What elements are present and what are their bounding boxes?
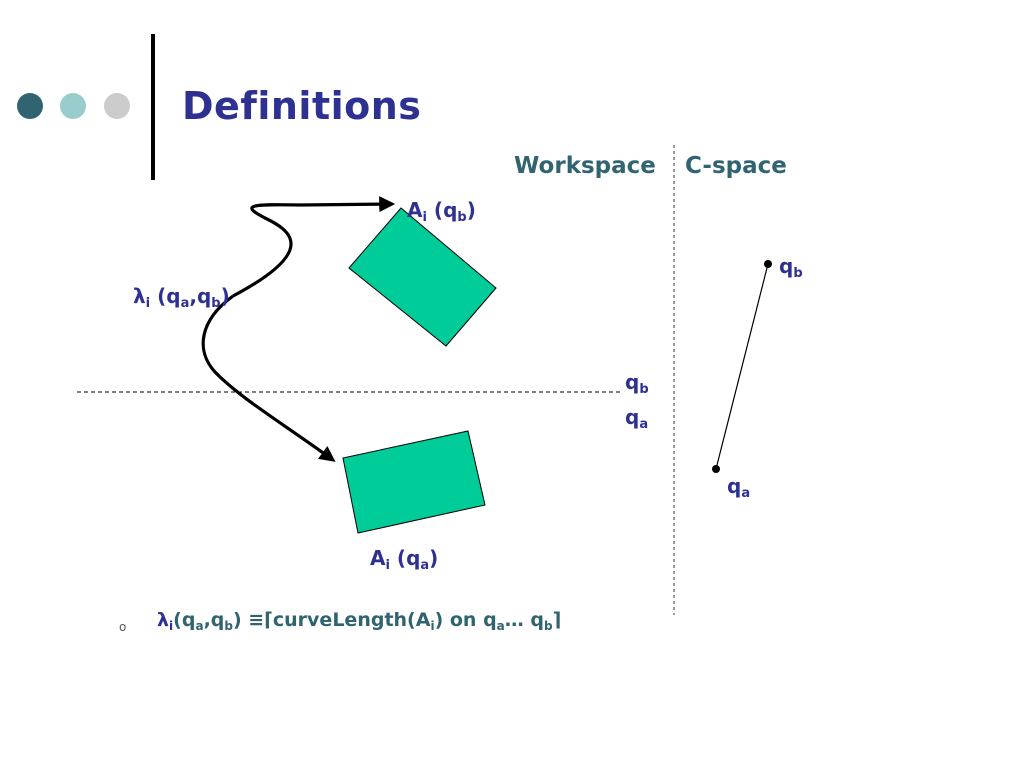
slide-title: Definitions bbox=[182, 84, 422, 128]
formula-sub: a bbox=[496, 619, 505, 633]
formula-part: ) on q bbox=[434, 609, 497, 631]
label-text: , bbox=[189, 284, 197, 308]
workspace-header: Workspace bbox=[514, 153, 656, 179]
formula-part: curveLength(A bbox=[272, 609, 431, 631]
label-text: ) bbox=[220, 284, 230, 308]
formula-part: q bbox=[181, 609, 196, 631]
label-lambda-path: λi (qa,qb) bbox=[133, 284, 230, 311]
bullet-marker: o bbox=[119, 620, 127, 634]
decor-dot-dark bbox=[17, 93, 43, 119]
label-text: q bbox=[166, 284, 181, 308]
label-sub: a bbox=[639, 417, 649, 432]
formula-part: , bbox=[203, 609, 211, 631]
label-sub: b bbox=[457, 210, 467, 225]
formula-sub: i bbox=[169, 619, 174, 633]
label-text: A bbox=[407, 198, 423, 222]
label-sub: i bbox=[422, 210, 427, 225]
formula-sub: i bbox=[430, 619, 435, 633]
decor-dot-gray bbox=[104, 93, 130, 119]
label-text: q bbox=[625, 370, 640, 394]
label-text: ( bbox=[396, 546, 407, 570]
formula-part: ≡⌈ bbox=[241, 609, 273, 631]
label-text: q bbox=[443, 198, 458, 222]
cspace-path-line bbox=[715, 263, 769, 470]
label-text: q bbox=[196, 284, 212, 308]
formula-part: ⌉ bbox=[552, 609, 562, 631]
label-qa-level: qa bbox=[625, 405, 648, 432]
definition-formula: λi(qa,qb) ≡⌈curveLength(Ai) on qa… qb⌉ bbox=[157, 609, 561, 633]
robot-rectangle-qb bbox=[348, 207, 497, 347]
label-sub: a bbox=[420, 558, 430, 573]
label-ai-qb: Ai (qb) bbox=[407, 198, 476, 225]
label-qb-level: qb bbox=[625, 370, 649, 397]
label-text: q bbox=[406, 546, 421, 570]
formula-sub: a bbox=[195, 619, 204, 633]
formula-part: … q bbox=[504, 609, 544, 631]
formula-part: ) bbox=[232, 609, 242, 631]
label-sub: b bbox=[793, 266, 803, 281]
label-sub: i bbox=[145, 296, 151, 311]
formula-sub: b bbox=[544, 619, 553, 633]
decor-dot-teal bbox=[60, 93, 86, 119]
cspace-label-qa: qa bbox=[727, 474, 750, 501]
robot-rectangle-qa bbox=[342, 430, 486, 534]
formula-part: q bbox=[210, 609, 225, 631]
label-text: q bbox=[727, 474, 742, 498]
formula-part: λ bbox=[157, 609, 170, 631]
label-text: q bbox=[625, 405, 640, 429]
label-text: ( bbox=[157, 284, 167, 308]
label-sub: a bbox=[180, 296, 190, 311]
label-text: ( bbox=[433, 198, 444, 222]
label-sub: b bbox=[211, 296, 221, 311]
label-sub: b bbox=[639, 382, 649, 397]
label-text: q bbox=[779, 254, 794, 278]
cspace-point-qa bbox=[712, 465, 720, 473]
cspace-point-qb bbox=[764, 260, 772, 268]
formula-sub: b bbox=[224, 619, 233, 633]
label-text: λ bbox=[133, 284, 146, 308]
title-divider bbox=[151, 34, 155, 180]
lower-arrow-curve bbox=[201, 294, 336, 462]
cspace-header: C-space bbox=[685, 153, 787, 179]
label-sub: a bbox=[741, 486, 751, 501]
upper-arrow-curve bbox=[232, 196, 396, 298]
label-text: ) bbox=[466, 198, 476, 222]
label-text: ) bbox=[429, 546, 439, 570]
cspace-label-qb: qb bbox=[779, 254, 803, 281]
label-ai-qa: Ai (qa) bbox=[370, 546, 438, 573]
label-sub: i bbox=[385, 558, 390, 573]
label-text: A bbox=[370, 546, 386, 570]
formula-part: ( bbox=[173, 609, 182, 631]
